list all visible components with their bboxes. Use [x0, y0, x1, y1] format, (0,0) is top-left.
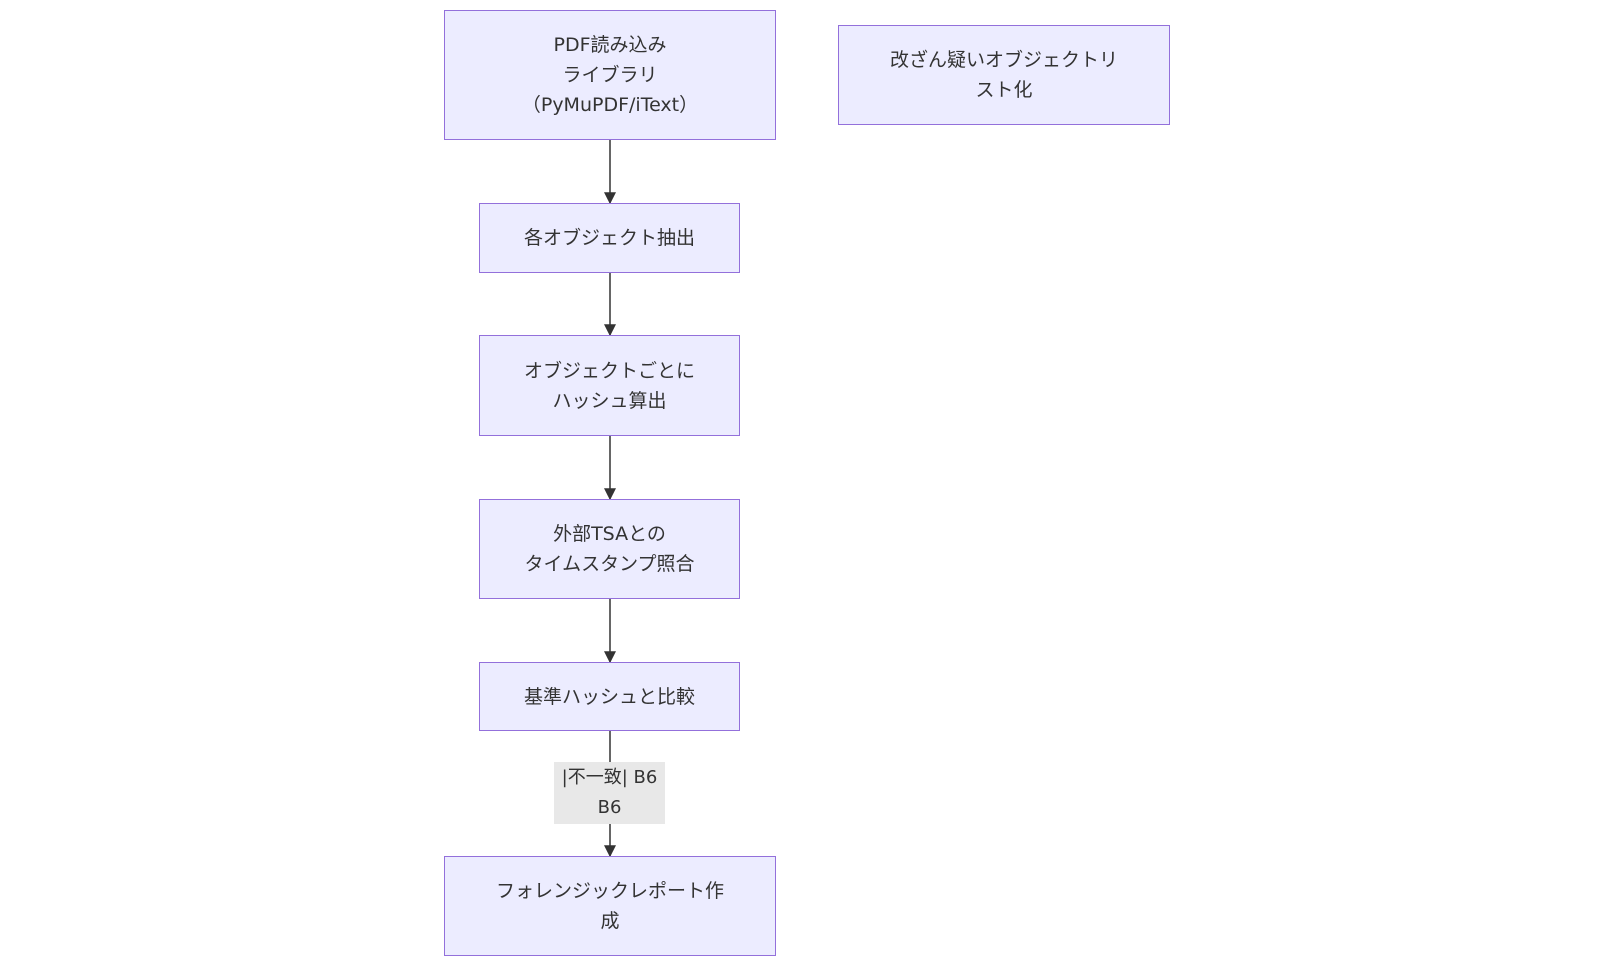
edge-label-mismatch-line-1: |不一致| B6 — [561, 767, 658, 788]
node-tsa-check-line-2: タイムスタンプ照合 — [524, 553, 695, 575]
node-suspect-list-line-1: 改ざん疑いオブジェクトリ — [889, 49, 1118, 71]
node-pdf-library-line-1: PDF読み込み — [553, 34, 667, 56]
node-pdf-library-line-2: ライブラリ — [562, 64, 658, 86]
node-suspect-list-line-2: スト化 — [975, 79, 1033, 101]
node-tsa-check-line-1: 外部TSAとの — [553, 523, 666, 545]
node-pdf-library-line-3: （PyMuPDF/iText） — [521, 94, 699, 116]
node-extract-objects: 各オブジェクト抽出 — [479, 203, 740, 273]
node-compare-hash-line-1: 基準ハッシュと比較 — [523, 685, 695, 708]
node-tsa-check: 外部TSAとの タイムスタンプ照合 — [479, 499, 740, 599]
node-forensic-report: フォレンジックレポート作 成 — [444, 856, 776, 956]
node-forensic-report-line-2: 成 — [600, 910, 620, 932]
node-suspect-list: 改ざん疑いオブジェクトリ スト化 — [838, 25, 1170, 125]
node-extract-objects-line-1: 各オブジェクト抽出 — [523, 227, 695, 249]
edge-label-mismatch: |不一致| B6 B6 — [554, 762, 665, 824]
node-compute-hash-line-1: オブジェクトごとに — [523, 359, 695, 382]
node-compute-hash-line-2: ハッシュ算出 — [552, 389, 667, 412]
node-pdf-library: PDF読み込み ライブラリ （PyMuPDF/iText） — [444, 10, 776, 140]
node-forensic-report-line-1: フォレンジックレポート作 — [495, 880, 724, 902]
edge-label-mismatch-line-2: B6 — [597, 797, 622, 818]
node-compare-hash: 基準ハッシュと比較 — [479, 662, 740, 731]
node-compute-hash: オブジェクトごとに ハッシュ算出 — [479, 335, 740, 436]
